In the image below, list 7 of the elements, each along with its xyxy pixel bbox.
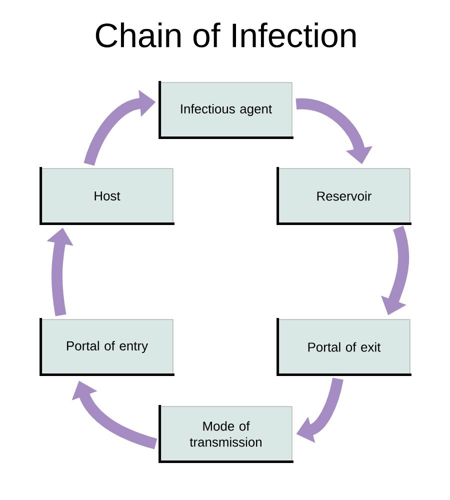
title: Chain of Infection bbox=[96, 22, 356, 48]
process-box: Infectious agent bbox=[158, 81, 294, 139]
process-box: Reservoir bbox=[276, 167, 412, 225]
process-box: Portal of exit bbox=[276, 318, 412, 376]
process-box: Mode of transmission bbox=[158, 405, 294, 463]
process-box: Host bbox=[40, 167, 174, 225]
process-box: Portal of entry bbox=[40, 318, 174, 376]
